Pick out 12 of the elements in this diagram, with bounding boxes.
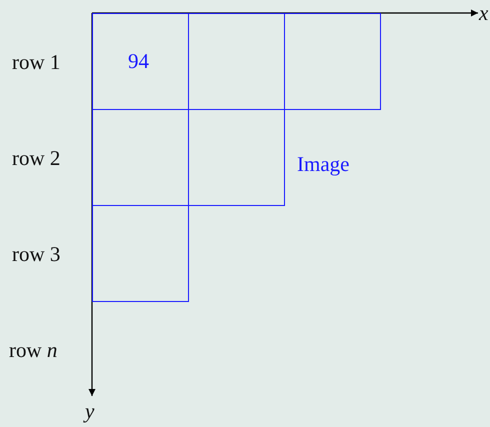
axis-label: x: [479, 3, 488, 24]
grid-cell: [284, 13, 381, 110]
row-label: row n: [9, 340, 58, 361]
grid-cell: [92, 13, 189, 110]
row-label: row 3: [12, 244, 60, 265]
image-label: Image: [297, 154, 350, 175]
row-label: row 1: [12, 52, 60, 73]
axis-label: y: [85, 401, 94, 422]
grid-cell: [92, 205, 189, 302]
row-label: row 2: [12, 148, 60, 169]
grid-cell: [188, 109, 285, 206]
cell-value: 94: [128, 49, 149, 74]
